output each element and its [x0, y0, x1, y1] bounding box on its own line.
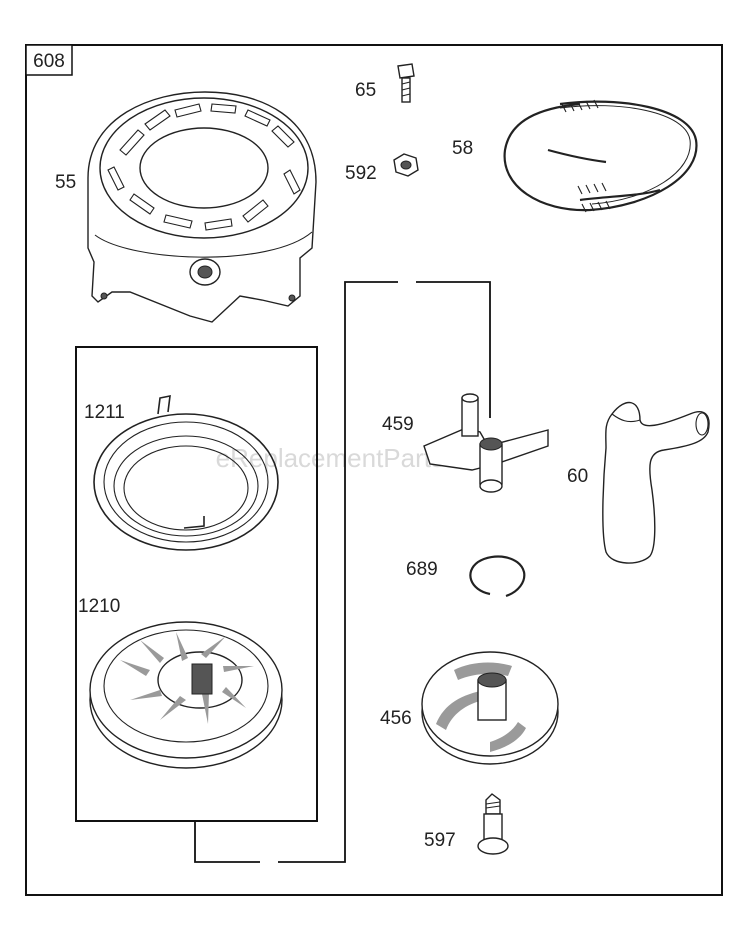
part-label-spring: 1211: [84, 402, 125, 423]
screw-part: [397, 63, 415, 103]
shoulder-screw-part: [477, 793, 509, 855]
kit-box: [75, 346, 318, 822]
assembly-number-box: [25, 44, 73, 76]
part-label-rope: 58: [452, 138, 473, 159]
retainer-ring-part: [469, 555, 526, 598]
rope-part: [503, 99, 698, 213]
part-label-retainer-ring: 689: [406, 559, 438, 580]
part-label-cam: 456: [380, 708, 412, 729]
assembly-number: 608: [33, 51, 65, 72]
diagram-frame: [25, 44, 723, 896]
nut-part: [393, 153, 419, 177]
pawl-part: [423, 393, 549, 493]
cam-part: [421, 651, 559, 765]
part-label-nut: 592: [345, 163, 377, 184]
part-label-handle: 60: [567, 466, 588, 487]
part-label-pulley: 1210: [78, 596, 120, 617]
spring-part: [93, 394, 279, 551]
blower-housing-part: [87, 91, 317, 323]
connector-lines: [194, 281, 491, 863]
pulley-part: [89, 621, 283, 769]
part-label-screw: 65: [355, 80, 376, 101]
handle-part: [602, 402, 710, 564]
part-label-pawl: 459: [382, 414, 414, 435]
part-label-blower-housing: 55: [55, 172, 76, 193]
part-label-shoulder-screw: 597: [424, 830, 456, 851]
